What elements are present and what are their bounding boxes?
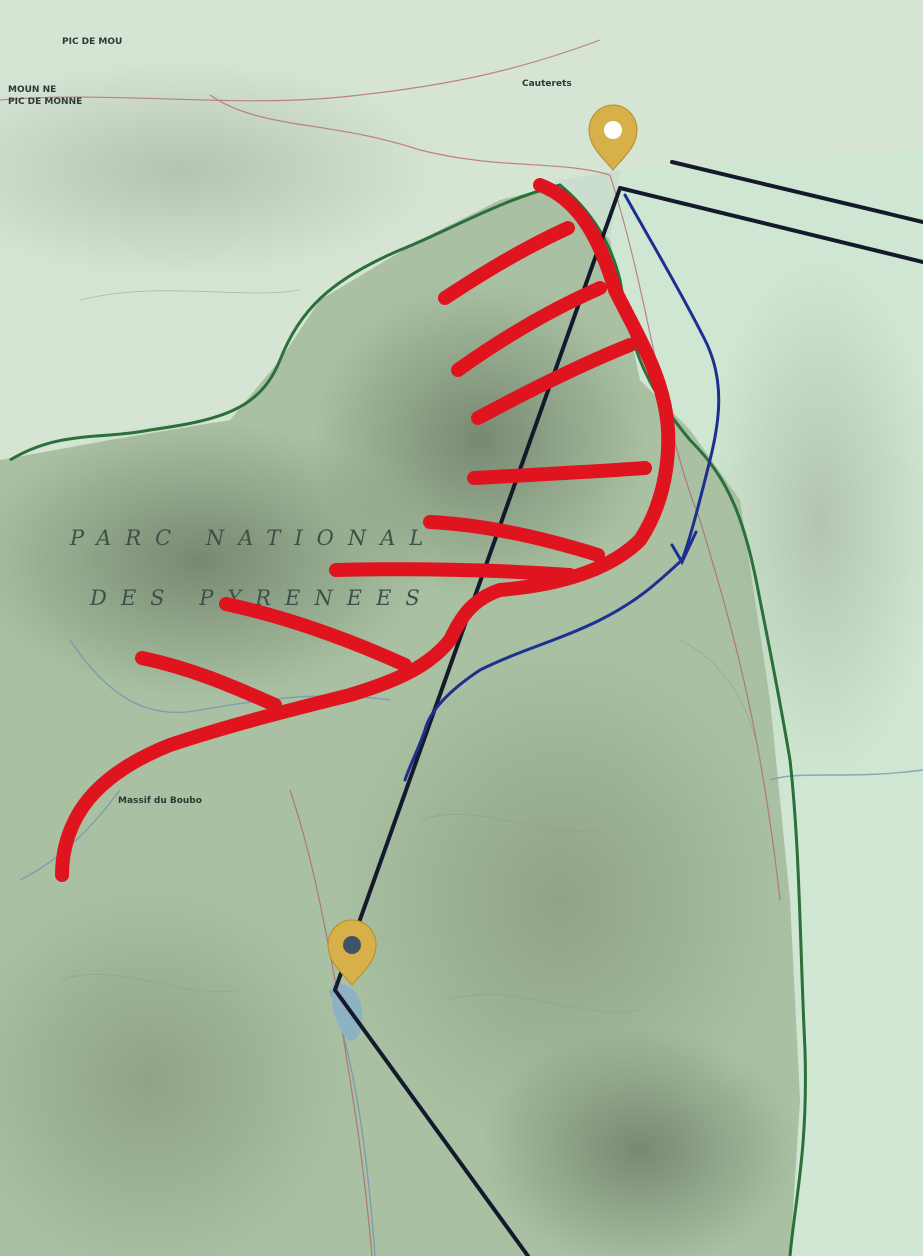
park-name-line-1: PARC NATIONAL (69, 526, 437, 550)
peak-label: PIC DE MONNE (8, 97, 82, 107)
relief-shade (480, 1030, 800, 1256)
town-label: Cauterets (522, 79, 572, 89)
relief-shade (0, 60, 440, 280)
red-hatched-area (55, 178, 676, 882)
black-line-from-upper-pin (618, 186, 923, 264)
upper-location-pin[interactable] (588, 104, 638, 171)
relief-shade (330, 640, 790, 1160)
lower-location-pin[interactable] (327, 919, 377, 986)
peak-label: PIC DE MOU (62, 37, 122, 47)
pin-center-dot (343, 936, 361, 954)
blue-route-arrowhead (670, 530, 698, 566)
red-hatch-stroke (135, 651, 282, 712)
red-hatch-stroke (451, 281, 607, 377)
relief-shade (310, 280, 650, 600)
red-boundary-curve (55, 178, 676, 882)
black-route-lines (333, 160, 923, 1256)
contour-lines (59, 289, 761, 1012)
black-line-upper-right (670, 160, 923, 224)
pin-center-dot (604, 121, 622, 139)
black-line-lower (333, 988, 530, 1256)
massif-label: Massif du Boubo (118, 796, 202, 806)
peak-label: MOUN NE (8, 85, 56, 95)
relief-shade (0, 880, 350, 1256)
blue-route-line (403, 193, 721, 782)
red-hatch-stroke (423, 515, 605, 562)
red-hatch-stroke (219, 597, 412, 672)
red-hatch-stroke (471, 338, 637, 425)
red-hatch-stroke (329, 562, 577, 582)
black-line-main-diagonal (333, 186, 622, 992)
red-hatch-stroke (438, 221, 575, 305)
relief-shade (700, 260, 923, 780)
red-hatch-stroke (467, 461, 652, 485)
